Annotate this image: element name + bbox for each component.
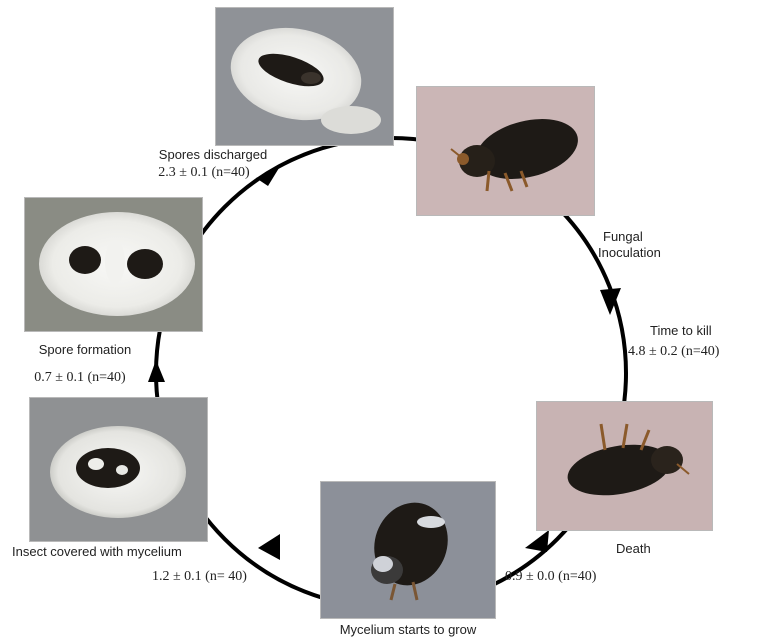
stat-time-to-kill: 4.8 ± 0.2 (n=40): [628, 344, 719, 360]
stat-death: 0.9 ± 0.0 (n=40): [505, 569, 596, 585]
label-fungal-line2: Inoculation: [598, 245, 661, 260]
label-time-to-kill: Time to kill: [650, 323, 712, 338]
label-mycelium-starts: Mycelium starts to grow: [340, 622, 477, 637]
cycle-arrow-icon: [148, 360, 165, 382]
photo-fungal-inoculation: [416, 86, 595, 216]
stat-spore-formation: 0.7 ± 0.1 (n=40): [34, 370, 125, 386]
label-death: Death: [616, 541, 651, 556]
photo-spores-discharged: [215, 7, 394, 146]
photo-spore-formation: [24, 197, 203, 332]
photo-insect-covered-mycelium: [29, 397, 208, 542]
photo-mycelium-starts: [320, 481, 496, 619]
stat-spores-discharged: 2.3 ± 0.1 (n=40): [158, 165, 249, 181]
cycle-arrow-icon: [258, 534, 280, 560]
cycle-arrow-icon: [525, 530, 549, 552]
label-fungal-line1: Fungal: [603, 229, 643, 244]
cycle-arrow-icon: [256, 168, 279, 186]
photo-death: [536, 401, 713, 531]
label-insect-covered: Insect covered with mycelium: [12, 544, 182, 559]
stat-insect-covered: 1.2 ± 0.1 (n= 40): [152, 569, 247, 585]
label-spore-formation: Spore formation: [39, 342, 132, 357]
label-spores-discharged: Spores discharged: [159, 147, 267, 162]
